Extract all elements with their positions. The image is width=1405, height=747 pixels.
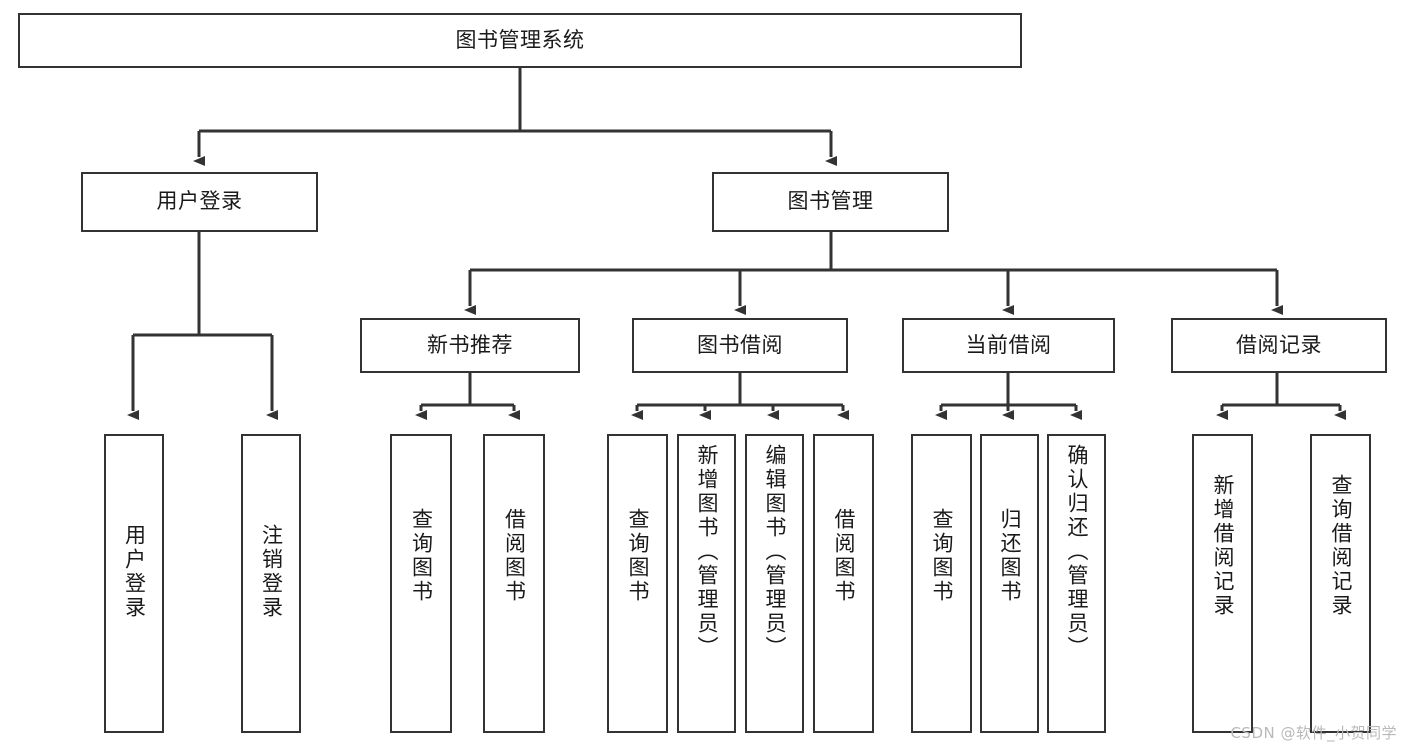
node-label: 查询图书	[626, 508, 650, 604]
node-label: 归还图书	[998, 508, 1022, 604]
node-label: 用户登录	[122, 524, 147, 620]
node-label: 查询借阅记录	[1329, 474, 1353, 618]
node-label: 借阅图书	[502, 508, 527, 604]
node-book-borrow[interactable]: 图书借阅	[632, 318, 848, 373]
node-label: 用户登录	[156, 189, 243, 214]
leaf-borrow-books-recommend[interactable]: 借阅图书	[483, 434, 545, 733]
node-current-borrow[interactable]: 当前借阅	[902, 318, 1115, 373]
node-label: 图书借阅	[697, 332, 783, 357]
leaf-user-login[interactable]: 用户登录	[104, 434, 164, 733]
leaf-confirm-return-admin[interactable]: 确认归还（管理员）	[1047, 434, 1106, 733]
leaf-add-book-admin[interactable]: 新增图书（管理员）	[677, 434, 736, 733]
node-label: 新增借阅记录	[1211, 474, 1235, 618]
leaf-query-books-current[interactable]: 查询图书	[911, 434, 972, 733]
leaf-edit-book-admin[interactable]: 编辑图书（管理员）	[745, 434, 804, 733]
node-label: 确认归还（管理员）	[1065, 444, 1089, 660]
node-book-management-module[interactable]: 图书管理	[712, 172, 949, 232]
node-label: 编辑图书（管理员）	[763, 444, 787, 660]
node-label: 新增图书（管理员）	[695, 444, 719, 660]
csdn-watermark: CSDN @软件_小贺同学	[1230, 724, 1397, 742]
node-user-login-module[interactable]: 用户登录	[81, 172, 318, 232]
node-label: 借阅图书	[832, 508, 856, 604]
node-new-book-recommend[interactable]: 新书推荐	[360, 318, 580, 373]
leaf-query-books-recommend[interactable]: 查询图书	[390, 434, 452, 733]
node-label: 当前借阅	[965, 332, 1052, 357]
leaf-borrow-books-borrow[interactable]: 借阅图书	[813, 434, 874, 733]
leaf-query-books-borrow[interactable]: 查询图书	[607, 434, 668, 733]
leaf-user-logout[interactable]: 注销登录	[241, 434, 301, 733]
node-label: 图书管理	[787, 189, 874, 214]
node-label: 注销登录	[259, 524, 284, 620]
leaf-return-books[interactable]: 归还图书	[980, 434, 1039, 733]
node-root-system[interactable]: 图书管理系统	[18, 13, 1022, 68]
node-label: 图书管理系统	[455, 27, 585, 52]
node-label: 查询图书	[409, 508, 434, 604]
node-label: 查询图书	[930, 508, 954, 604]
node-label: 借阅记录	[1236, 332, 1322, 357]
leaf-query-borrow-record[interactable]: 查询借阅记录	[1310, 434, 1371, 733]
leaf-add-borrow-record[interactable]: 新增借阅记录	[1192, 434, 1253, 733]
node-label: 新书推荐	[427, 332, 513, 357]
node-borrow-records[interactable]: 借阅记录	[1171, 318, 1387, 373]
